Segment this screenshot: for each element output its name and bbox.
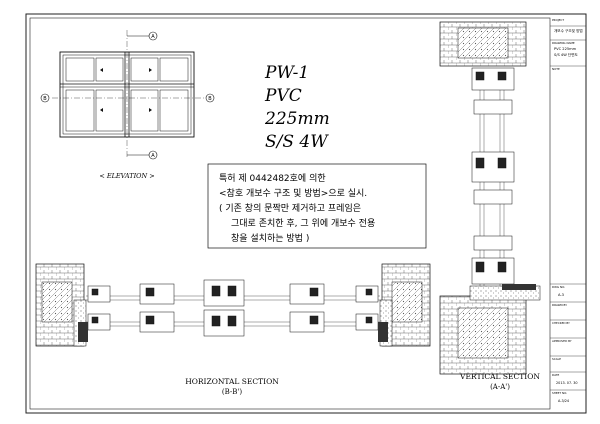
- sheet-label: SHEET NO.: [552, 391, 567, 395]
- marker-top: A: [151, 34, 155, 40]
- type-line-3: 225mm: [264, 109, 330, 129]
- elevation-label: < ELEVATION >: [99, 172, 154, 180]
- approved-by-label: APPROVED BY: [552, 339, 572, 343]
- drawing-name-line-1: PVC 225mm: [554, 47, 577, 51]
- type-line-2: PVC: [264, 86, 302, 106]
- note-line-1: 특허 제 0442482호에 의한: [219, 173, 326, 184]
- project-label: PROJECT: [552, 18, 564, 22]
- horizontal-section-detail: [35, 263, 431, 347]
- vertical-section-title: VERTICAL SECTION: [459, 372, 540, 381]
- drawing-frame: [29, 17, 551, 410]
- vertical-section-sub: (A-A'): [490, 383, 510, 391]
- patent-note-box: [207, 163, 427, 249]
- note-line-5: 창을 설치하는 방법 ): [231, 232, 309, 244]
- horizontal-section-sub: (B-B'): [222, 388, 242, 396]
- marker-bottom: A: [151, 153, 155, 159]
- drawing-no-value: A-3: [558, 293, 564, 297]
- note-line-3: ( 기존 창의 문짝만 제거하고 프레임은: [219, 202, 361, 214]
- elevation-view: [40, 30, 215, 160]
- horizontal-section-title: HORIZONTAL SECTION: [185, 377, 279, 386]
- date-label: DATE: [552, 373, 560, 377]
- vertical-section-detail: [439, 21, 541, 375]
- drawn-by-label: DRAWN BY: [552, 303, 567, 307]
- outer-border: [25, 13, 587, 414]
- note-line-4: 그대로 존치한 후, 그 위에 개보수 전용: [231, 217, 375, 229]
- marker-right: B: [208, 96, 212, 102]
- sheet-value: A-3/24: [558, 399, 569, 403]
- scale-label: SCALE: [552, 357, 561, 361]
- drawing-name-label: DRAWING NAME: [552, 41, 575, 45]
- drawing-name-line-2: S/S 4W 단면도: [554, 52, 579, 57]
- drawing-no-label: DWG NO.: [552, 285, 565, 289]
- title-block: [550, 25, 586, 391]
- type-line-4: S/S 4W: [265, 132, 329, 152]
- project-value: 개보수 구조및 방법: [554, 28, 583, 33]
- note-label: NOTE: [552, 67, 560, 71]
- type-line-1: PW-1: [264, 63, 309, 83]
- note-line-2: <참호 개보수 구조 및 방법>으로 실시.: [219, 187, 367, 199]
- marker-left: B: [43, 96, 47, 102]
- checked-by-label: CHECKED BY: [552, 321, 570, 325]
- date-value: 2013. 07. 30: [556, 381, 578, 385]
